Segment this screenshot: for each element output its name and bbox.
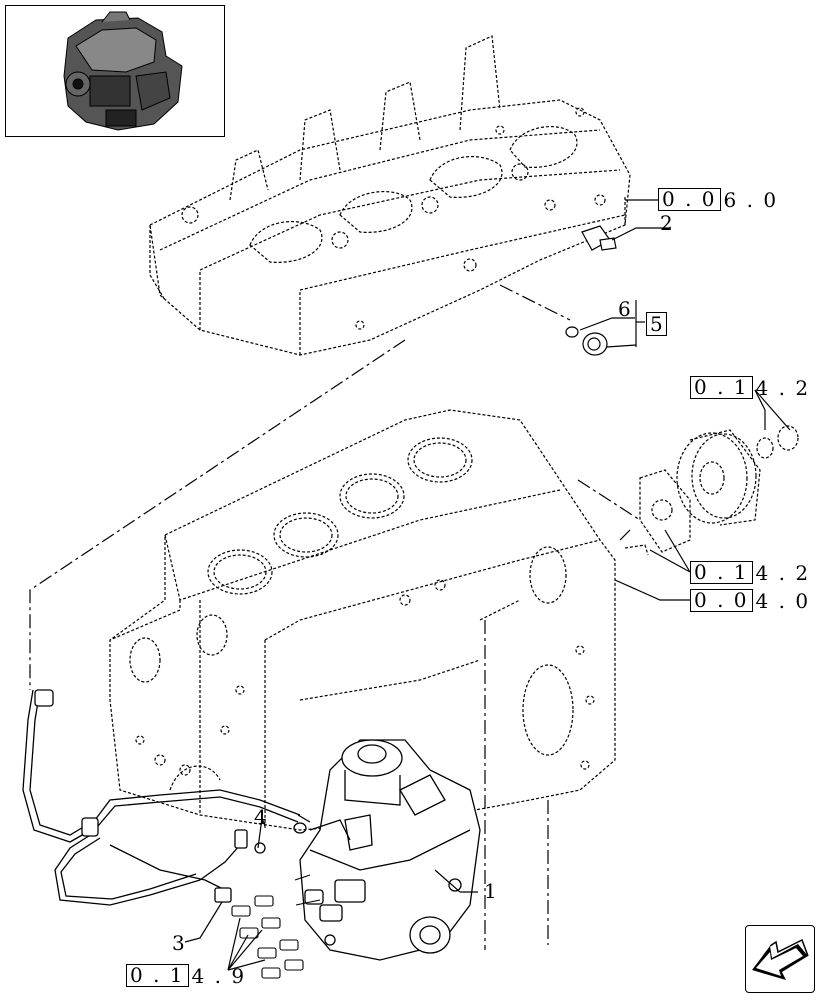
- ref-rest: 4 . 9: [191, 964, 247, 988]
- ref-box: 0 . 1: [690, 376, 753, 399]
- callout-3: 3: [172, 931, 185, 955]
- callout-4: 4: [254, 805, 267, 829]
- assembly-axes: [29, 284, 641, 950]
- ref-box: 0 . 1: [126, 964, 189, 987]
- leader-lines: [184, 199, 791, 971]
- callout-2: 2: [660, 211, 673, 235]
- previous-page-button[interactable]: [745, 925, 815, 993]
- ref-box: 0 . 1: [690, 561, 753, 584]
- ref-box: 0 . 0: [690, 589, 753, 612]
- ref-rest: 4 . 2: [755, 376, 811, 400]
- injection-pump: [299, 739, 481, 961]
- cylinder-head: [149, 35, 631, 356]
- arrow-left-icon: [752, 938, 809, 980]
- engine-block: [109, 409, 616, 831]
- ref-rest: 4 . 2: [755, 561, 811, 585]
- callout-6: 6: [618, 297, 631, 321]
- head-fittings: [565, 225, 617, 356]
- ref-rest: 4 . 0: [755, 589, 811, 613]
- pump-fittings: [231, 874, 321, 979]
- engine-thumbnail[interactable]: [5, 5, 225, 137]
- ref-rest: 6 . 0: [723, 188, 779, 212]
- ref-box: 0 . 0: [658, 188, 721, 211]
- callout-5: 5: [646, 312, 667, 336]
- callout-1: 1: [484, 879, 497, 903]
- front-cover-assembly: [624, 425, 799, 556]
- engine-thumbnail-icon: [63, 11, 183, 131]
- wiring-harness: [22, 689, 311, 906]
